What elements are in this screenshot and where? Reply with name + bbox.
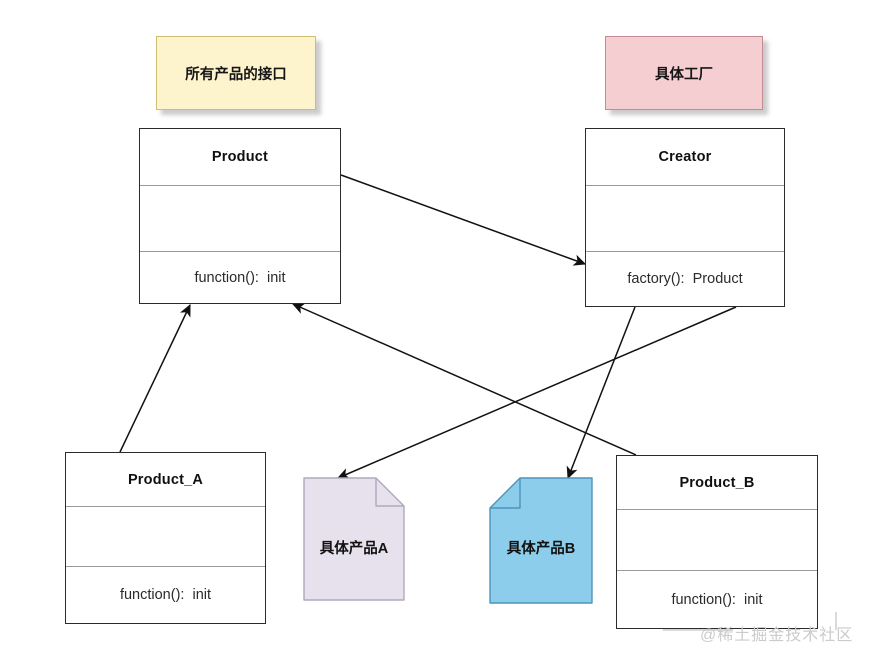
note-concrete-factory: 具体工厂 bbox=[605, 36, 763, 110]
class-methods-product-a: function(): init bbox=[119, 587, 212, 603]
class-box-creator[interactable]: Creator factory(): Product bbox=[585, 128, 785, 307]
edge-creator-to-doc-a bbox=[336, 306, 737, 479]
note-label: 所有产品的接口 bbox=[185, 66, 287, 83]
class-attributes-product bbox=[140, 186, 340, 252]
class-name-creator: Creator bbox=[586, 129, 784, 186]
class-box-product-a[interactable]: Product_A function(): init bbox=[65, 452, 266, 624]
class-methods-creator: factory(): Product bbox=[627, 271, 743, 287]
document-concrete-product-b: 具体产品B bbox=[489, 477, 593, 604]
class-name-product-b: Product_B bbox=[617, 456, 817, 510]
class-name-product-a: Product_A bbox=[66, 453, 265, 507]
class-methods-product: function(): init bbox=[194, 269, 286, 286]
edge-creator-to-doc-b bbox=[566, 306, 636, 480]
class-attributes-creator bbox=[586, 186, 784, 252]
class-methods-product-b: function(): init bbox=[671, 591, 763, 608]
class-box-product-b[interactable]: Product_B function(): init bbox=[616, 455, 818, 629]
document-label: 具体产品B bbox=[506, 541, 576, 557]
edge-product-a-to-product bbox=[119, 303, 191, 453]
document-concrete-product-a: 具体产品A bbox=[303, 477, 405, 601]
edge-product-to-creator bbox=[340, 174, 587, 266]
note-all-products-interface: 所有产品的接口 bbox=[156, 36, 316, 110]
edge-product-b-to-product bbox=[291, 303, 637, 456]
watermark-text: @稀土掘金技术社区 bbox=[700, 627, 854, 644]
class-attributes-product-a bbox=[66, 507, 265, 567]
class-name-product: Product bbox=[140, 129, 340, 186]
class-attributes-product-b bbox=[617, 510, 817, 571]
note-label: 具体工厂 bbox=[655, 66, 713, 83]
class-box-product[interactable]: Product function(): init bbox=[139, 128, 341, 304]
document-label: 具体产品A bbox=[319, 541, 389, 557]
